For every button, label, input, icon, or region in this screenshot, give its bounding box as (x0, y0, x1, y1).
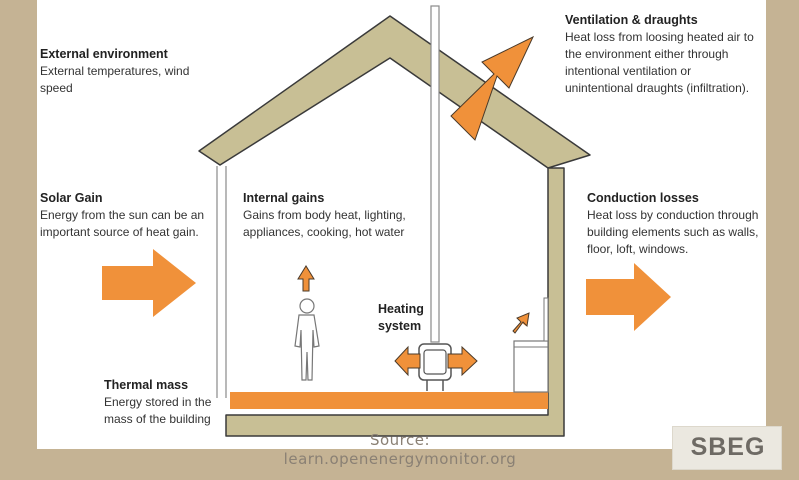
ventilation-title: Ventilation & draughts (565, 13, 698, 27)
heater-right-arrow-icon (447, 345, 478, 377)
source-url: learn.openenergymonitor.org (283, 450, 517, 468)
heater-left-arrow-icon (394, 345, 421, 377)
thermal-mass-title: Thermal mass (104, 378, 189, 392)
external-environment-title: External environment (40, 47, 168, 61)
solar-gain-body: Energy from the sun can be an important … (40, 208, 205, 239)
radiator-icon (418, 343, 452, 391)
source-label: Source: (369, 431, 431, 449)
source-credit: Source: learn.openenergymonitor.org (250, 431, 550, 469)
conduction-loss-arrow-icon (586, 263, 671, 331)
ventilation-body: Heat loss from loosing heated air to the… (565, 30, 754, 95)
ventilation-label: Ventilation & draughts Heat loss from lo… (565, 12, 760, 97)
appliance-icon (513, 297, 549, 393)
thermal-mass-label: Thermal mass Energy stored in the mass o… (104, 377, 224, 428)
chimney-flue-icon (430, 5, 440, 343)
internal-gains-title: Internal gains (243, 191, 325, 205)
wall-and-floor (225, 167, 565, 437)
heated-floor (230, 392, 548, 409)
thermal-mass-body: Energy stored in the mass of the buildin… (104, 395, 212, 426)
internal-gains-label: Internal gains Gains from body heat, lig… (243, 190, 423, 241)
diagram-panel (37, 0, 766, 449)
external-environment-body: External temperatures, wind speed (40, 64, 190, 95)
conduction-title: Conduction losses (587, 191, 699, 205)
heating-system-label: Heating system (378, 301, 438, 335)
ventilation-arrow-icon (450, 35, 535, 141)
internal-gains-body: Gains from body heat, lighting, applianc… (243, 208, 406, 239)
logo-text: SBEG (690, 433, 766, 461)
external-environment-label: External environment External temperatur… (40, 46, 205, 97)
conduction-label: Conduction losses Heat loss by conductio… (587, 190, 762, 258)
conduction-body: Heat loss by conduction through building… (587, 208, 759, 256)
internal-gain-arrow-icon (297, 265, 315, 292)
solar-gain-arrow-icon (102, 249, 196, 317)
logo: SBEG (672, 426, 782, 470)
solar-gain-title: Solar Gain (40, 191, 103, 205)
heating-system-title: Heating system (378, 302, 424, 333)
solar-gain-label: Solar Gain Energy from the sun can be an… (40, 190, 215, 241)
person-icon (294, 298, 320, 381)
